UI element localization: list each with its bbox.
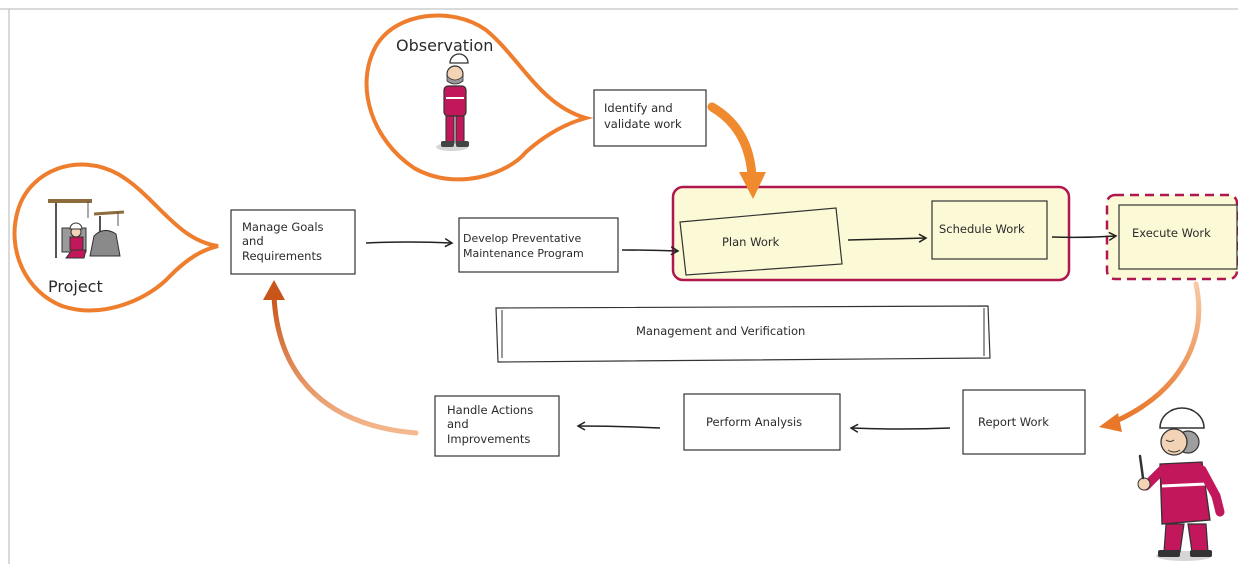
execute-work-label: Execute Work [1132, 226, 1211, 240]
identify-label-line-2: validate work [604, 117, 682, 131]
schedule-work-step[interactable]: Schedule Work [931, 200, 1048, 260]
manage-goals-line-3: Requirements [242, 249, 322, 263]
pointing-worker-icon [1137, 407, 1225, 561]
arrow-analysis-to-handle [576, 421, 661, 431]
observation-bubble: Observation [364, 13, 594, 182]
observation-title: Observation [396, 36, 493, 55]
management-verification-bar: Management and Verification [495, 305, 991, 363]
orange-arrow-identify-to-plan [707, 102, 766, 199]
develop-pm-step[interactable]: Develop Preventative Maintenance Program [458, 217, 619, 273]
manage-goals-line-2: and [242, 234, 264, 248]
arrow-develop-to-plan [621, 246, 680, 256]
report-work-step[interactable]: Report Work [962, 389, 1086, 455]
project-title: Project [48, 277, 103, 296]
plan-work-step[interactable]: Plan Work [679, 207, 843, 276]
report-work-label: Report Work [978, 415, 1049, 429]
orange-arrow-execute-to-report [1099, 281, 1202, 432]
project-construction-icon [48, 199, 125, 259]
plan-work-label: Plan Work [722, 235, 780, 249]
perform-analysis-step[interactable]: Perform Analysis [683, 393, 841, 451]
manage-goals-line-1: Manage Goals [242, 220, 324, 234]
handle-actions-step[interactable]: Handle Actions and Improvements [434, 395, 560, 457]
perform-analysis-label: Perform Analysis [706, 415, 802, 429]
orange-arrow-handle-to-goals [263, 280, 419, 436]
handle-actions-line-2: and [447, 417, 469, 431]
project-bubble: Project [12, 162, 219, 313]
identify-validate-step[interactable]: Identify and validate work [593, 89, 707, 147]
develop-pm-line-2: Maintenance Program [463, 247, 584, 260]
develop-pm-line-1: Develop Preventative [463, 232, 581, 245]
arrow-report-to-analysis [849, 423, 951, 433]
arrow-plan-to-schedule [847, 233, 928, 243]
arrow-schedule-to-execute [1051, 231, 1118, 242]
management-label: Management and Verification [636, 324, 805, 338]
manage-goals-step[interactable]: Manage Goals and Requirements [230, 209, 356, 275]
execute-work-step[interactable]: Execute Work [1118, 204, 1238, 270]
identify-label-line-1: Identify and [604, 101, 673, 115]
observation-worker-icon [436, 53, 469, 151]
arrow-goals-to-develop [365, 238, 454, 248]
handle-actions-line-3: Improvements [447, 432, 530, 446]
handle-actions-line-1: Handle Actions [447, 403, 533, 417]
schedule-work-label: Schedule Work [939, 222, 1025, 236]
